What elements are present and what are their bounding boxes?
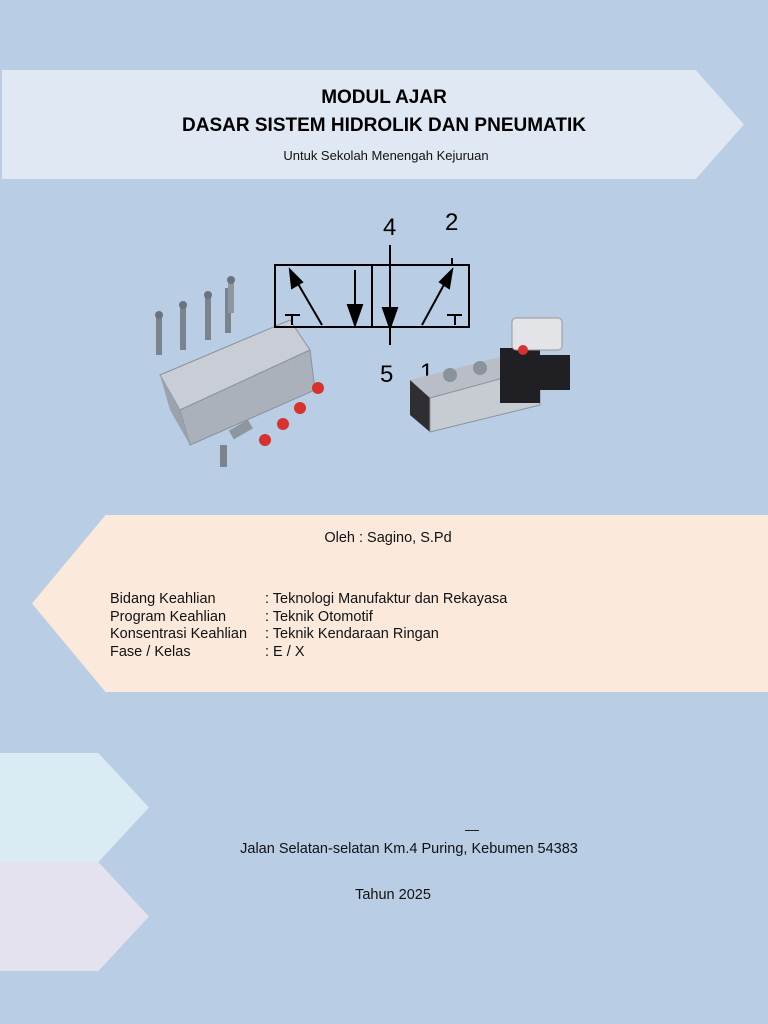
port-label-4: 4	[383, 214, 396, 241]
info-row-bidang: Bidang Keahlian : Teknologi Manufaktur d…	[110, 591, 507, 609]
decorative-arrow-bottom	[0, 862, 149, 971]
hydraulic-valve-block-image	[155, 276, 324, 467]
module-title: MODUL AJAR	[321, 87, 447, 108]
info-label: Fase / Kelas	[110, 643, 191, 660]
info-label: Konsentrasi Keahlian	[110, 626, 248, 642]
solenoid-valve-image	[410, 317, 570, 433]
info-value: : E / X	[265, 643, 305, 660]
port-label-2: 2	[445, 209, 458, 236]
school-address: Jalan Selatan-selatan Km.4 Puring, Kebum…	[240, 841, 578, 857]
info-row-program: Program Keahlian : Teknik Otomotif	[110, 609, 507, 627]
title-banner	[2, 70, 744, 179]
subject-title: DASAR SISTEM HIDROLIK DAN PNEUMATIK	[182, 115, 586, 136]
separator-dash: —	[465, 821, 479, 837]
info-value: : Teknologi Manufaktur dan Rekayasa	[265, 591, 508, 607]
info-value: : Teknik Otomotif	[265, 608, 373, 625]
author-line: Oleh : Sagino, S.Pd	[324, 530, 452, 546]
info-label: Program Keahlian	[110, 608, 227, 625]
info-banner	[32, 515, 768, 692]
port-label-5: 5	[380, 361, 393, 388]
info-label: Bidang Keahlian	[110, 591, 216, 607]
info-table: Bidang Keahlian : Teknologi Manufaktur d…	[110, 591, 507, 661]
subtitle: Untuk Sekolah Menengah Kejuruan	[283, 148, 489, 163]
publication-year: Tahun 2025	[355, 887, 431, 903]
info-row-fase: Fase / Kelas : E / X	[110, 644, 507, 662]
valve-illustration: 4 2 5 1	[140, 200, 600, 475]
valve-symbol-diagram	[274, 245, 470, 345]
info-value: : Teknik Kendaraan Ringan	[265, 626, 439, 642]
info-row-konsentrasi: Konsentrasi Keahlian : Teknik Kendaraan …	[110, 626, 507, 644]
